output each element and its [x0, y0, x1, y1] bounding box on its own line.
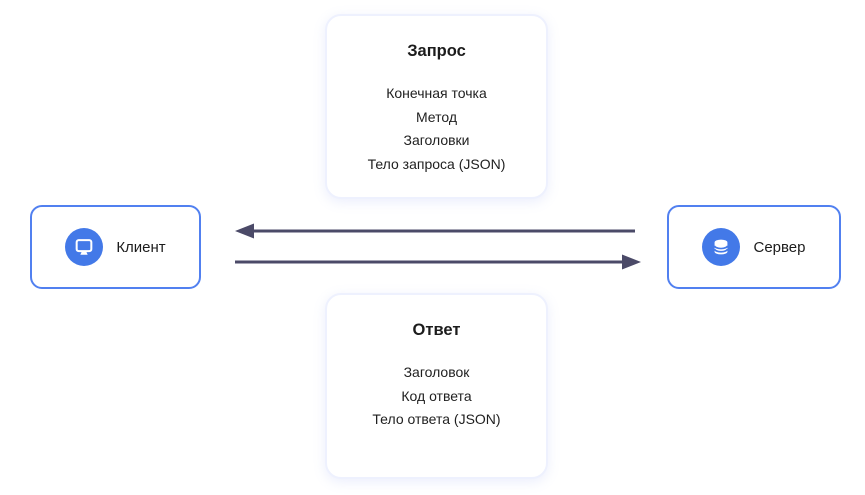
client-label: Клиент [116, 238, 166, 256]
response-card-items: Заголовок Код ответа Тело ответа (JSON) [327, 361, 546, 432]
response-card: Ответ Заголовок Код ответа Тело ответа (… [325, 293, 548, 479]
response-item: Тело ответа (JSON) [372, 411, 501, 427]
database-icon [702, 228, 741, 266]
client-node: Клиент [30, 205, 201, 289]
request-item: Метод [415, 108, 458, 125]
request-card-title: Запрос [407, 42, 466, 60]
request-card-items: Конечная точка Метод Заголовки Тело запр… [327, 82, 546, 176]
request-arrow-right [235, 254, 641, 270]
monitor-icon [65, 228, 104, 266]
response-arrow-left [235, 223, 635, 239]
server-node: Сервер [667, 205, 841, 289]
response-item: Заголовок [403, 364, 470, 380]
request-item: Тело запроса (JSON) [367, 155, 506, 172]
request-item: Конечная точка [386, 85, 487, 101]
arrows [235, 223, 641, 270]
request-card: Запрос Конечная точка Метод Заголовки Те… [325, 14, 548, 199]
server-label: Сервер [753, 238, 806, 256]
response-card-title: Ответ [412, 321, 461, 339]
response-item: Код ответа [401, 387, 472, 404]
request-item: Заголовки [403, 132, 470, 148]
